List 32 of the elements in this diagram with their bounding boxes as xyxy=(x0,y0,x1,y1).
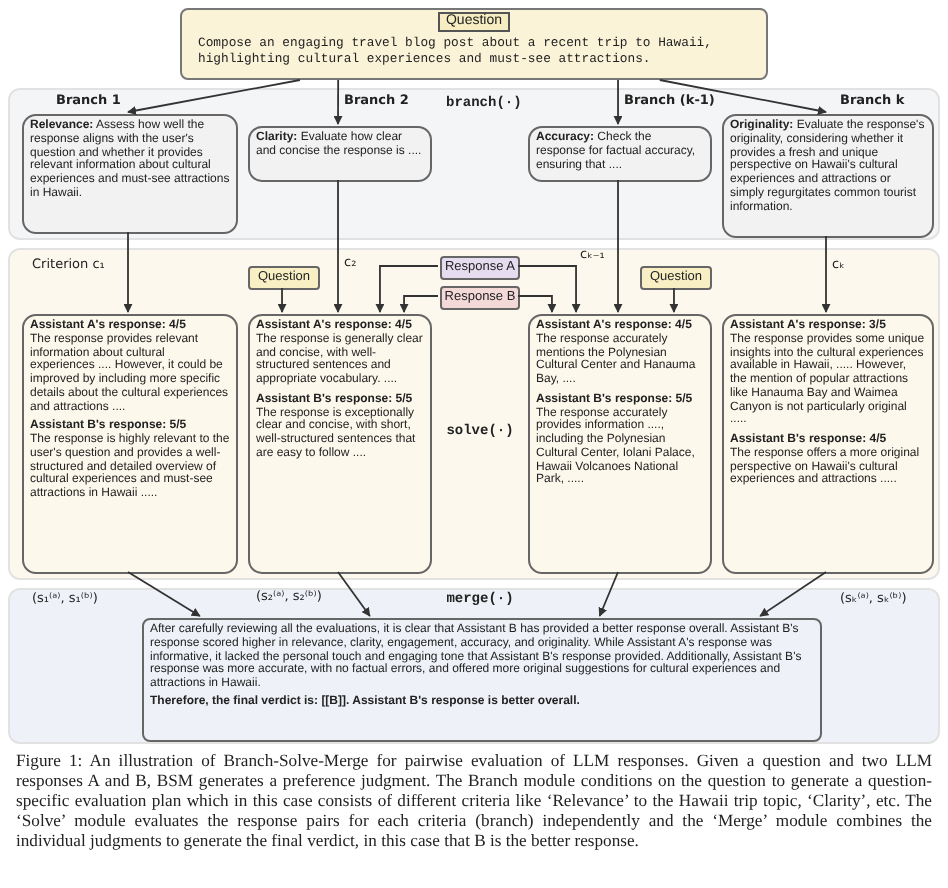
arrow xyxy=(127,79,301,115)
arrow xyxy=(123,231,133,313)
arrow xyxy=(337,571,371,617)
arrow xyxy=(658,79,827,115)
evaluation-card xyxy=(22,314,238,574)
evaluation-card xyxy=(722,314,934,574)
criterion-card xyxy=(248,126,432,182)
evaluation-card xyxy=(528,314,712,574)
criterion-card xyxy=(528,126,712,182)
arrow xyxy=(399,295,439,313)
question-box xyxy=(180,8,768,80)
arrow xyxy=(613,179,623,313)
verdict-card xyxy=(142,618,822,742)
evaluation-card xyxy=(248,314,432,574)
module-panel xyxy=(8,88,940,240)
module-panel xyxy=(8,588,940,744)
arrow xyxy=(759,571,827,617)
figure-caption: Figure 1: An illustration of Branch-Solve-Merge for pairwise evaluation of LLM responses. Given a question and two LLM responses A and B, BSM generates a preference judgment. The Branch module conditions on the question to generate a question-specific evaluation plan which in this case consists of different criteria like ‘Relevance’ to the Hawaii trip topic, ‘Clarity’, etc. The ‘Solve’ module evaluates the response pairs for each criteria (branch) independently and the ‘Merge’ module combines the individual judgments to generate the final verdict, in this case that B is the better response. xyxy=(16,750,932,851)
arrow xyxy=(598,571,619,617)
arrow xyxy=(333,179,343,313)
arrow xyxy=(821,235,831,313)
arrow xyxy=(277,287,287,313)
arrow xyxy=(127,571,201,617)
module-panel xyxy=(8,248,940,580)
arrow xyxy=(613,79,623,125)
arrow xyxy=(375,265,439,313)
criterion-card xyxy=(722,114,934,238)
arrow xyxy=(333,79,343,125)
arrow xyxy=(669,287,679,313)
criterion-card xyxy=(22,114,238,234)
arrow xyxy=(517,295,557,313)
arrow xyxy=(517,265,581,313)
